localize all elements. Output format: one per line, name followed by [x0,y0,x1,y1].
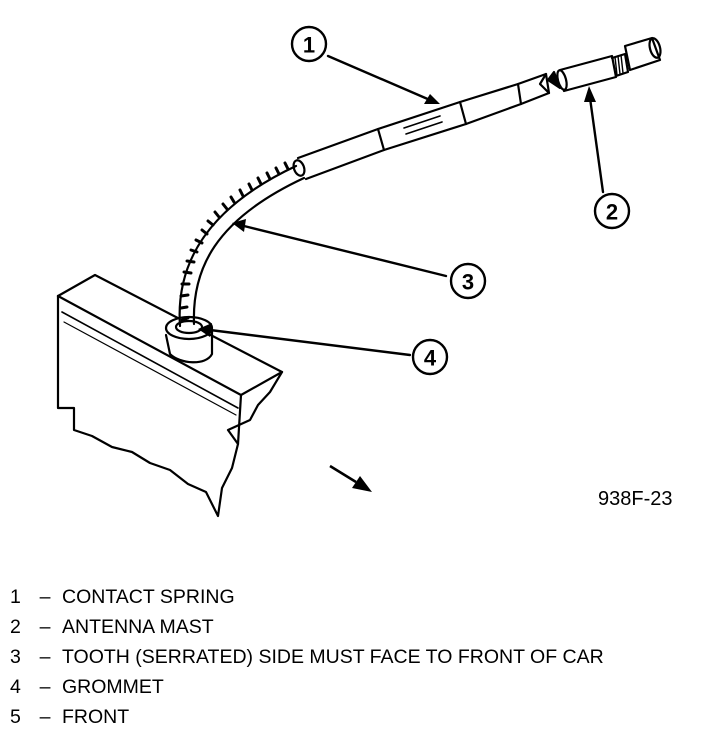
leader-arrowheads [198,86,596,337]
fender-panel [56,273,284,518]
callout-circle-2 [593,192,631,230]
legend-item: 5–FRONT [10,702,700,732]
antenna-diagram: 1 2 3 4 [56,25,662,518]
legend-item: 3–TOOTH (SERRATED) SIDE MUST FACE TO FRO… [10,642,700,672]
figure-id: 938F-23 [598,488,673,510]
antenna-mast-section [546,36,662,93]
serrated-spring [178,161,306,328]
legend: 1–CONTACT SPRING 2–ANTENNA MAST 3–TOOTH … [10,582,700,732]
callout-circle-4 [411,338,449,376]
legend-number: 4 [10,676,21,698]
legend-separator: – [39,706,51,728]
legend-label: CONTACT SPRING [62,586,235,608]
grommet [164,315,214,364]
callout-circle-1 [290,25,328,63]
legend-item: 2–ANTENNA MAST [10,612,700,642]
leader-lines [208,54,605,357]
front-arrow-icon [329,464,372,492]
callout-number-3: 3 [462,270,474,295]
callout-number-1: 1 [303,33,315,58]
legend-item: 4–GROMMET [10,672,700,702]
legend-number: 1 [10,586,21,608]
legend-separator: – [39,616,51,638]
callout-circle-3 [449,262,487,300]
callout-number-2: 2 [606,200,618,225]
legend-separator: – [39,676,51,698]
legend-label: FRONT [62,706,130,728]
legend-number: 5 [10,706,21,728]
legend-label: GROMMET [62,676,164,698]
legend-label: ANTENNA MAST [62,616,214,638]
legend-separator: – [39,586,51,608]
legend-number: 2 [10,616,21,638]
legend-label: TOOTH (SERRATED) SIDE MUST FACE TO FRONT… [62,646,604,668]
legend-separator: – [39,646,51,668]
legend-item: 1–CONTACT SPRING [10,582,700,612]
antenna-mast-tube [292,72,551,181]
callout-number-4: 4 [424,346,437,371]
legend-number: 3 [10,646,21,668]
